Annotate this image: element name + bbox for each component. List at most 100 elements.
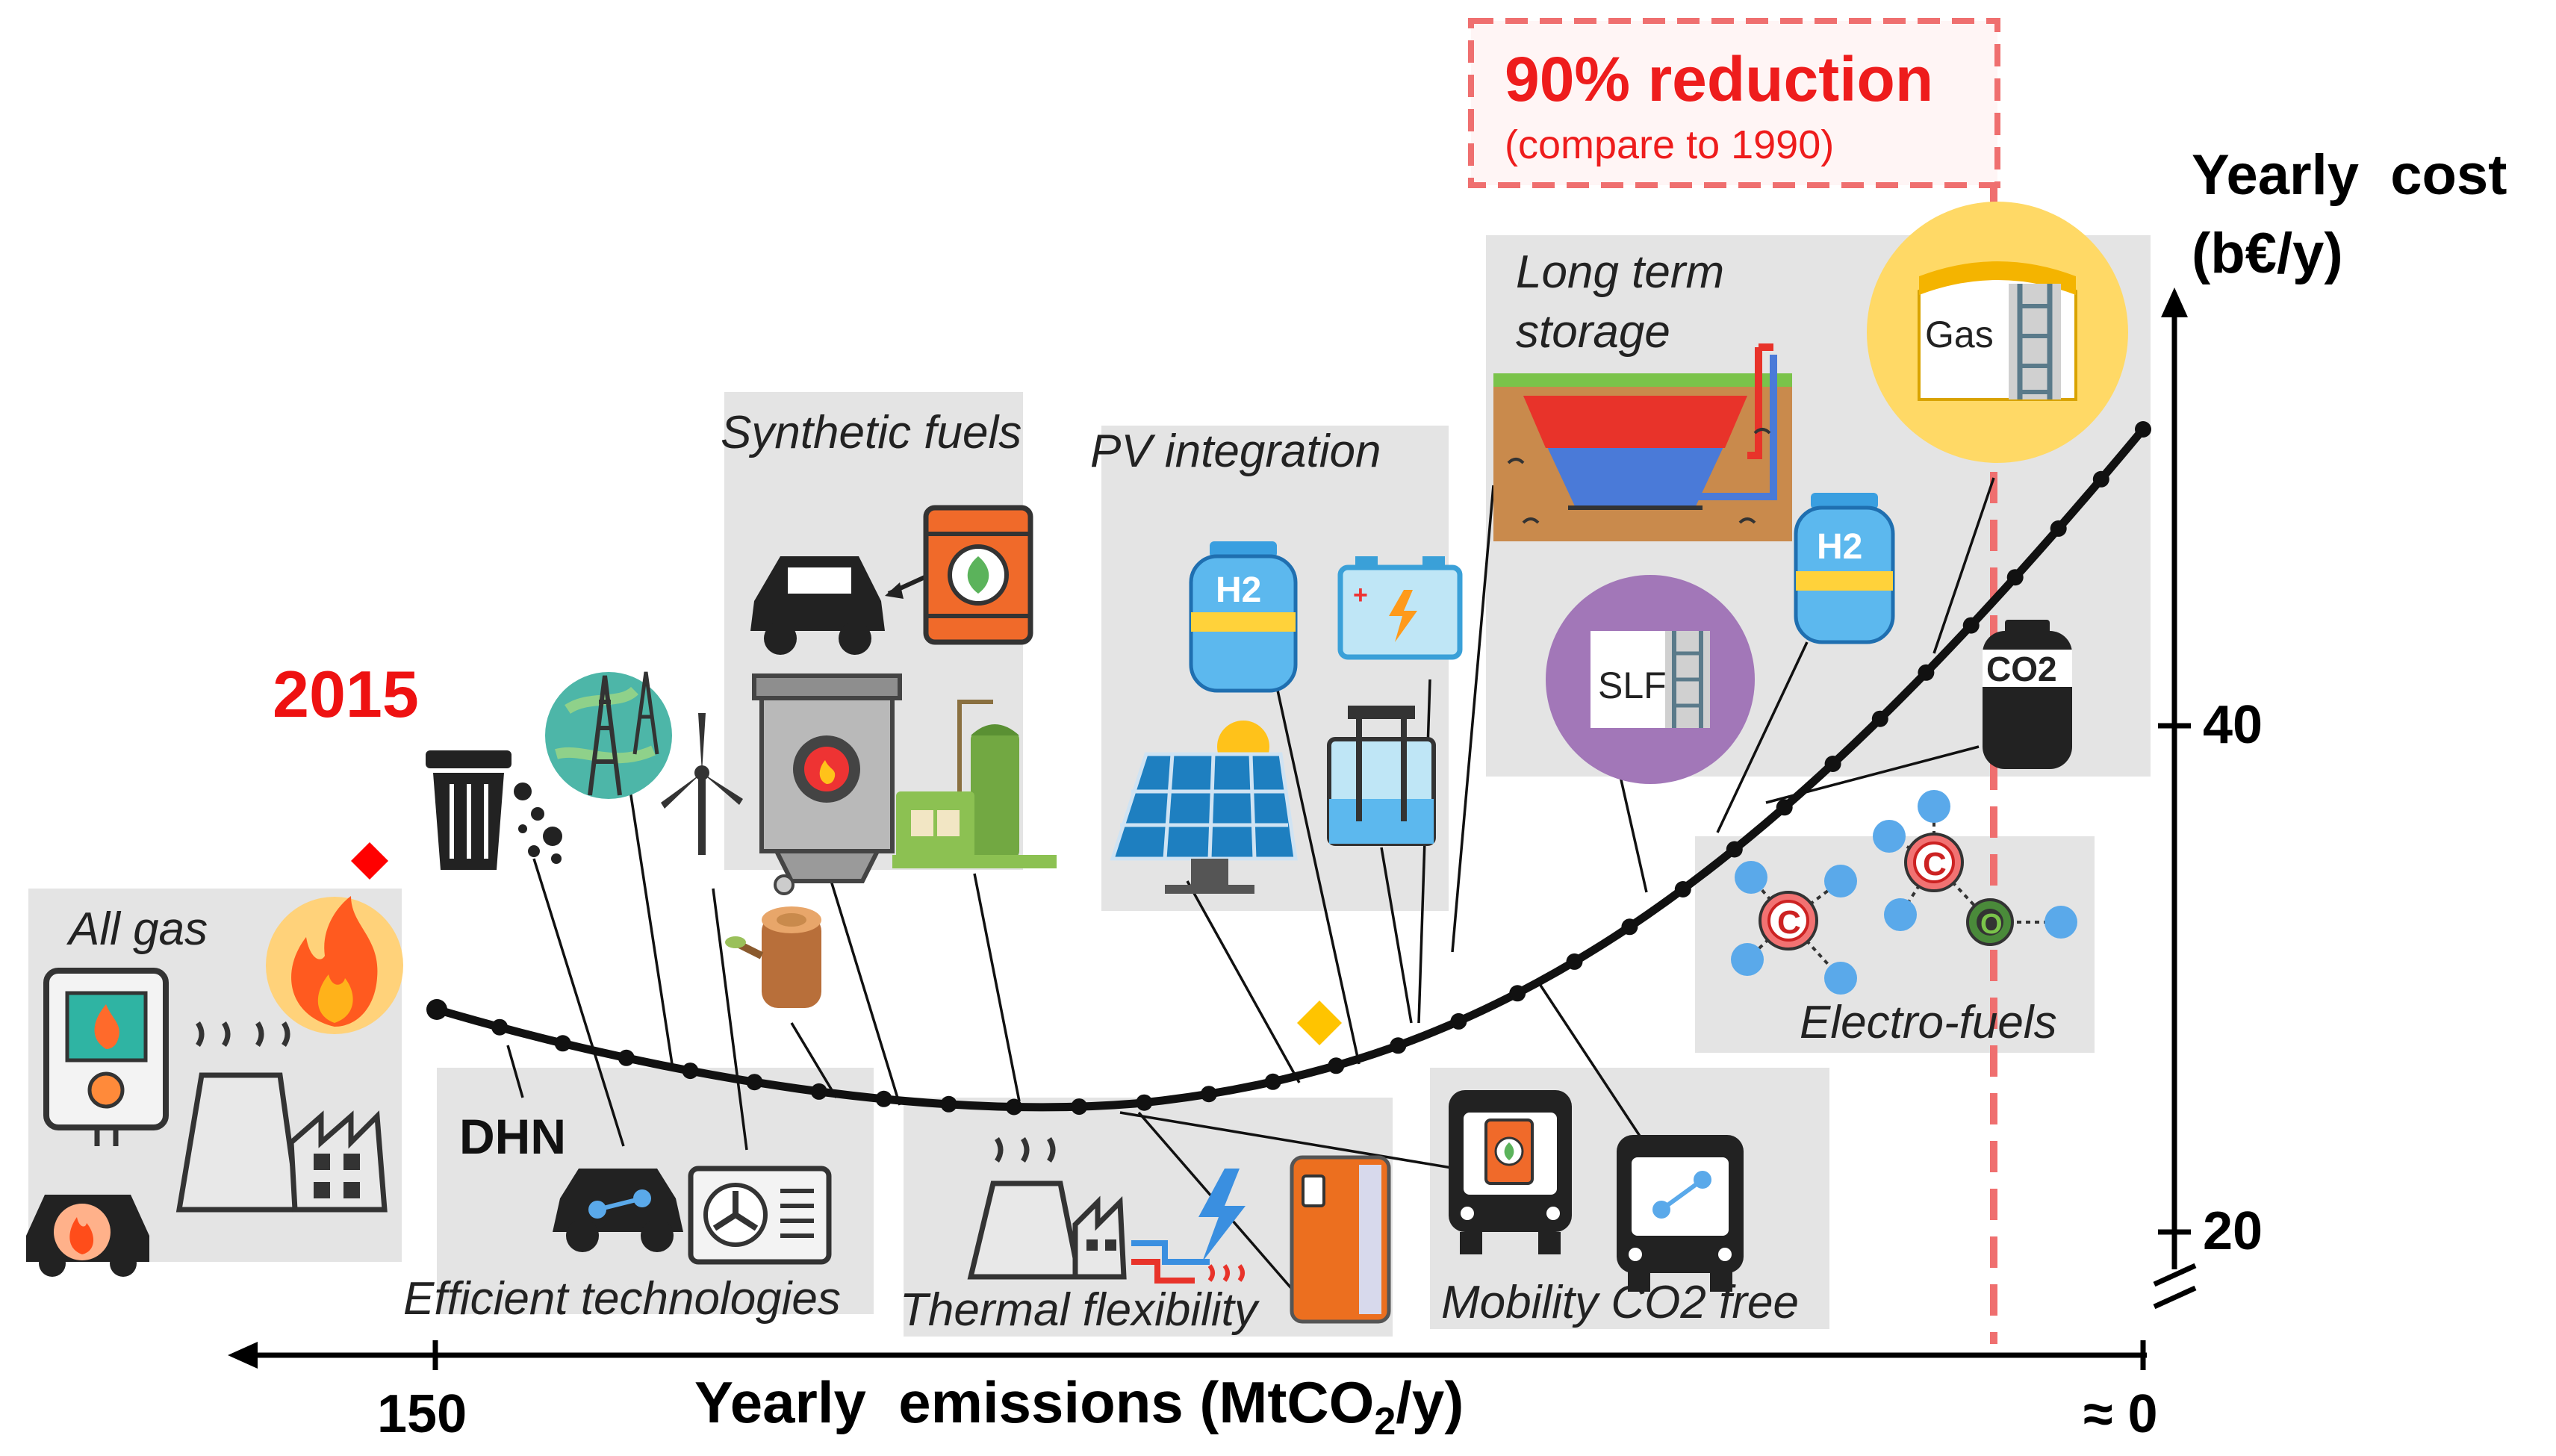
caption-synthetic-fuels: Synthetic fuels: [721, 407, 1022, 458]
flame-icon: [266, 896, 403, 1034]
bus-biofuel-icon: [1449, 1090, 1572, 1254]
curve-point: [1071, 1098, 1088, 1116]
h2-tank-pv-icon: H2: [1189, 541, 1298, 693]
reduction-subtitle: (compare to 1990): [1505, 122, 1834, 167]
axes: [228, 287, 2197, 1370]
curve-point: [682, 1063, 699, 1080]
wind-turbine-icon: [661, 713, 743, 855]
curve-point: [491, 1018, 509, 1036]
curve-point: [1264, 1073, 1281, 1090]
curve-point: [2135, 421, 2151, 438]
curve-point: [1136, 1094, 1153, 1111]
boiler-icon: [43, 968, 169, 1146]
curve-point: [1200, 1086, 1217, 1103]
y-axis-title-line1: Yearly cost: [2192, 143, 2507, 207]
molecule-icon: C C O: [1731, 790, 2077, 995]
x-axis-title-main: Yearly emissions (MtCO: [694, 1369, 1374, 1435]
curve-point: [1918, 664, 1935, 681]
x-axis-title-end: /y): [1396, 1369, 1464, 1435]
curve-point: [1776, 799, 1793, 816]
cost-curve: [435, 426, 2147, 1112]
lightning-icon: [1131, 1169, 1246, 1284]
solar-panel-icon: [1110, 721, 1298, 894]
curve-point: [1390, 1037, 1407, 1054]
biogas-plant-icon: [892, 700, 1057, 868]
curve-point: [940, 1095, 957, 1113]
wood-log-icon: [725, 906, 821, 1008]
power-grid-icon: [545, 671, 672, 799]
curve-point: [1962, 617, 1980, 634]
seasonal-storage-pit-icon: [1493, 343, 1792, 541]
curve-point: [1509, 985, 1526, 1002]
curve-points: [426, 421, 2151, 1116]
gas-label: Gas: [1925, 314, 1994, 355]
marker-yellow: [1297, 1001, 1342, 1045]
y-axis-break-1: [2153, 1263, 2197, 1287]
caption-efficient-technologies: Efficient technologies: [403, 1273, 841, 1325]
slf-storage-icon: SLF: [1546, 575, 1755, 784]
reduction-box: [1468, 18, 2000, 188]
y-axis-tick-label-40: 40: [2203, 695, 2263, 755]
reduction-title: 90% reduction: [1505, 44, 1933, 114]
curve-point: [1871, 710, 1888, 727]
y-axis-arrowhead: [2161, 287, 2188, 317]
h2-label-storage: H2: [1817, 527, 1862, 567]
curve-point: [1450, 1012, 1467, 1030]
curve-point: [1674, 881, 1691, 897]
curve-point: [1824, 756, 1841, 772]
caption-mobility-co2-free: Mobility CO2 free: [1441, 1277, 1799, 1328]
curve-point: [1621, 918, 1638, 936]
incinerator-icon: [752, 673, 902, 895]
trash-bin-icon: [426, 750, 562, 870]
heat-pump-icon: [688, 1166, 832, 1265]
curve-point: [1566, 953, 1583, 970]
carbon-label-1: C: [1777, 904, 1801, 941]
y-axis-tick-label-20: 20: [2203, 1201, 2263, 1261]
carbon-label-2: C: [1923, 846, 1947, 883]
curve-point: [618, 1049, 635, 1066]
caption-long-term-storage-1: Long term: [1516, 246, 1724, 298]
electrolyser-icon: [1327, 706, 1436, 846]
oxygen-label: O: [1980, 909, 2003, 940]
x-axis-tick-label-150: 150: [377, 1384, 467, 1444]
biofuel-barrel-icon: [923, 505, 1033, 645]
factory-icon: [175, 1021, 388, 1213]
caption-all-gas: All gas: [66, 903, 208, 955]
x-axis-tick-label-0: ≈ 0: [2083, 1384, 2158, 1444]
year-2015-label: 2015: [273, 657, 419, 731]
car-flame-icon: [26, 1195, 149, 1277]
curve-point: [1005, 1098, 1022, 1116]
battery-plus: +: [1353, 581, 1368, 609]
x-axis-title-subscript: 2: [1374, 1400, 1396, 1443]
y-axis-title-line2: (b€/y): [2192, 222, 2343, 285]
slf-label: SLF: [1598, 665, 1667, 706]
caption-long-term-storage-2: storage: [1516, 306, 1670, 358]
co2-label: CO2: [1986, 650, 2057, 688]
h2-label-pv: H2: [1216, 570, 1261, 610]
electric-car-icon: [553, 1169, 683, 1252]
thermal-plant-icon: [967, 1137, 1127, 1280]
curve-point: [2006, 569, 2024, 586]
curve-point: [746, 1074, 763, 1091]
x-axis-arrowhead: [228, 1342, 258, 1369]
curve-point: [810, 1083, 827, 1100]
curve-point: [1726, 841, 1743, 858]
caption-thermal-flexibility: Thermal flexibility: [900, 1284, 1260, 1336]
bus-electric-icon: [1617, 1135, 1744, 1292]
y-axis-break-2: [2153, 1285, 2197, 1310]
marker-2015: [351, 842, 388, 880]
car-icon: [750, 556, 931, 655]
curve-point: [2050, 520, 2067, 537]
gas-storage-icon: Gas: [1867, 202, 2128, 463]
curve-point: [2092, 470, 2109, 488]
battery-icon: +: [1337, 556, 1463, 660]
curve-point: [554, 1035, 571, 1052]
curve-point: [1328, 1057, 1345, 1074]
co2-tank-icon: CO2: [1983, 620, 2072, 769]
h2-tank-storage-icon: H2: [1794, 493, 1895, 644]
caption-pv-integration: PV integration: [1090, 426, 1381, 477]
heat-storage-tank-icon: [1290, 1155, 1391, 1324]
curve-point: [426, 999, 447, 1020]
